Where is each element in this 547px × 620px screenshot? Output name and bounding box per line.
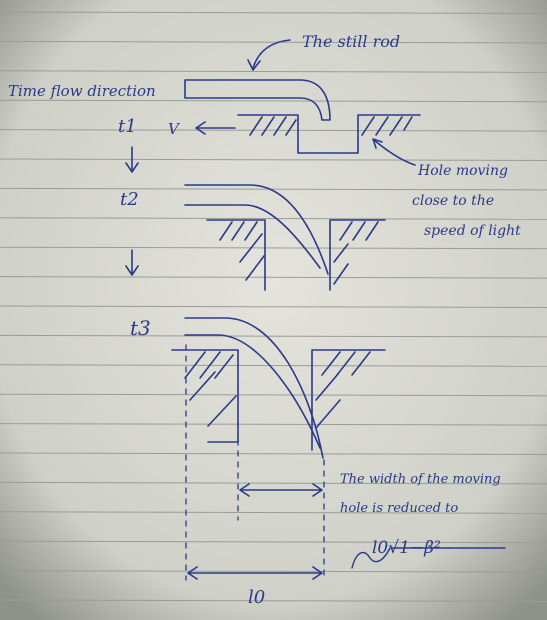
t2-label: t2: [120, 189, 139, 210]
time-flow-label: Time flow direction: [8, 82, 156, 100]
hole-note-pointer: [373, 139, 416, 166]
frame-t3: [171, 317, 386, 459]
ruled-line: [0, 452, 547, 455]
hatch-t2-right: [333, 221, 379, 285]
rod-pointer-head: [247, 59, 261, 71]
frame-t2: [184, 184, 386, 291]
ruled-line: [0, 540, 547, 544]
contracted-width-arrow: [239, 483, 323, 497]
frame-t1: [184, 79, 421, 166]
hole-note-line2: close to the: [412, 193, 494, 209]
l0-label: l0: [248, 587, 265, 608]
rod-t1: [184, 79, 331, 121]
formula-label: l0√1−β²: [372, 538, 441, 558]
ruled-line: [0, 99, 547, 103]
rod-pointer-arrow: [252, 39, 291, 69]
ruled-line: [0, 187, 547, 191]
t1-label: t1: [118, 116, 137, 137]
hole-note-line1: Hole moving: [417, 163, 508, 179]
hole-t3: [171, 349, 386, 451]
sqrt-overline: [351, 547, 506, 569]
width-note-line2: hole is reduced to: [340, 501, 458, 516]
still-rod-label: The still rod: [302, 32, 400, 51]
hole-note-line3: speed of light: [424, 223, 521, 239]
hatch-t1-left: [249, 116, 297, 136]
velocity-arrow-head: [195, 121, 206, 135]
ruled-line: [0, 276, 547, 279]
time-arrow-2: [125, 249, 139, 276]
hole-t2: [206, 219, 386, 291]
width-note-line1: The width of the moving: [340, 472, 501, 487]
ruled-lines: [0, 11, 547, 602]
ruled-line: [0, 334, 547, 338]
ruled-line: [0, 511, 547, 514]
hatch-t3-right: [315, 351, 371, 429]
ruled-line: [0, 393, 547, 397]
hole-note-pointer-head: [372, 138, 383, 149]
ruled-line: [0, 570, 547, 573]
ruled-line: [0, 129, 547, 132]
ruled-line: [0, 158, 547, 161]
time-arrow-1: [125, 146, 139, 173]
ruled-line: [0, 305, 547, 308]
ruled-line: [0, 481, 547, 485]
ruled-line: [0, 246, 547, 250]
rest-width-arrow: [187, 566, 323, 580]
t3-label: t3: [130, 316, 151, 340]
ruled-line: [0, 70, 547, 73]
ruled-line: [0, 11, 547, 14]
ruled-line: [0, 423, 547, 426]
ruled-line: [0, 364, 547, 367]
rod-t3: [184, 317, 324, 459]
hatch-t2-left: [219, 221, 265, 281]
ruled-line: [0, 599, 547, 602]
hatch-t1-right: [361, 116, 413, 136]
hole-t1: [237, 114, 421, 154]
ruled-line: [0, 40, 547, 44]
ruled-line: [0, 217, 547, 220]
rod-t2: [184, 184, 329, 275]
velocity-label: V: [168, 120, 181, 138]
hatch-t3-left: [184, 351, 237, 427]
